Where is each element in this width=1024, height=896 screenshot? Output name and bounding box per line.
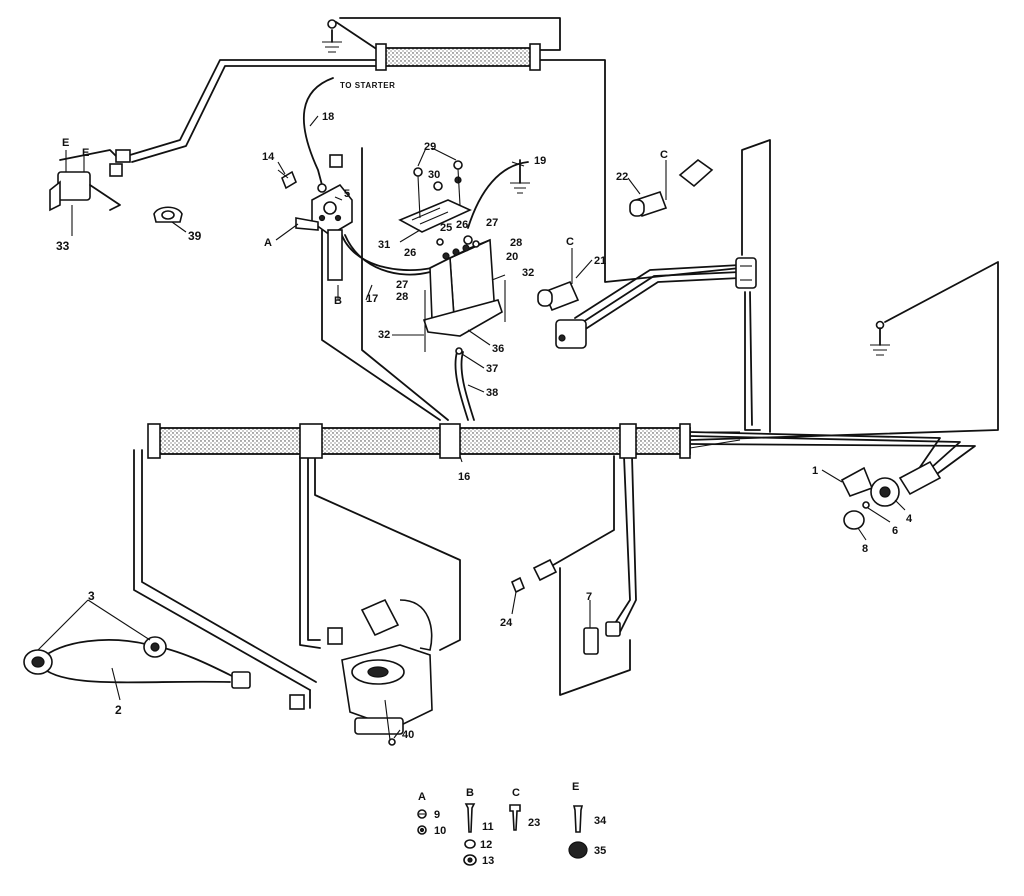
callout-18: 18 <box>322 111 334 123</box>
callout-28a: 28 <box>510 237 522 249</box>
main-harness-loom-16 <box>147 423 741 459</box>
letter-E-1: E <box>62 137 69 149</box>
switch-7 <box>583 621 621 655</box>
letter-B: B <box>334 295 342 307</box>
battery-20 <box>422 235 506 355</box>
legend-E-title: E <box>572 781 579 793</box>
callout-26a: 26 <box>456 219 468 231</box>
callout-1: 1 <box>812 465 818 477</box>
callout-4: 4 <box>906 513 913 525</box>
callout-16: 16 <box>458 471 470 483</box>
callout-17: 17 <box>366 293 378 305</box>
callout-labels: 3 2 33 39 14 18 5 17 29 30 31 25 26 27 2… <box>56 111 913 741</box>
battery-hold-down <box>398 160 472 233</box>
letter-labels: A B C C E E <box>62 137 668 307</box>
legend-C-title: C <box>512 787 520 799</box>
callout-32a: 32 <box>522 267 534 279</box>
callout-8: 8 <box>862 543 868 555</box>
callout-14: 14 <box>262 151 275 163</box>
callout-2: 2 <box>115 703 122 717</box>
callout-32b: 32 <box>378 329 390 341</box>
to-starter-label: TO STARTER <box>340 81 395 90</box>
hardware-legend: A 9 10 B 11 12 13 C 23 E 34 35 <box>418 781 607 867</box>
legend-B-item-12: 12 <box>480 839 492 851</box>
callout-28b: 28 <box>396 291 408 303</box>
legend-A-title: A <box>418 791 426 803</box>
callout-24: 24 <box>500 617 513 629</box>
connector-24 <box>510 558 558 594</box>
wires <box>129 17 999 709</box>
upper-loom <box>375 43 541 71</box>
letter-A: A <box>264 237 272 249</box>
headlight-assembly-2 <box>23 636 251 689</box>
callout-33: 33 <box>56 239 70 253</box>
switch-22 <box>629 158 714 218</box>
leader-lines <box>37 115 906 739</box>
callout-21: 21 <box>594 255 606 267</box>
letter-C-2: C <box>660 149 668 161</box>
callout-27a: 27 <box>486 217 498 229</box>
callout-3: 3 <box>88 589 95 603</box>
clamp-39 <box>153 206 183 223</box>
legend-B-item-11: 11 <box>482 821 494 833</box>
legend-C-item-23: 23 <box>528 817 540 829</box>
callout-22: 22 <box>616 171 628 183</box>
legend-B-title: B <box>466 787 474 799</box>
legend-A-item-9: 9 <box>434 809 440 821</box>
callout-7: 7 <box>586 591 592 603</box>
harness-connector <box>735 257 757 289</box>
solenoid-5 <box>295 154 353 281</box>
hardware-legend-icons <box>417 803 588 866</box>
callout-5: 5 <box>344 188 350 200</box>
callout-20: 20 <box>506 251 518 263</box>
switch-21 <box>537 248 587 349</box>
switch-33 <box>49 149 131 212</box>
legend-B-item-13: 13 <box>482 855 494 867</box>
callout-29: 29 <box>424 141 436 153</box>
callout-36: 36 <box>492 343 504 355</box>
letter-E-2: E <box>82 147 89 159</box>
legend-E-item-34: 34 <box>594 815 607 827</box>
legend-E-item-35: 35 <box>594 845 606 857</box>
callout-40: 40 <box>402 729 414 741</box>
callout-31: 31 <box>378 239 390 251</box>
ignition-switch-module <box>289 598 433 746</box>
callout-39: 39 <box>188 229 202 243</box>
legend-A-item-10: 10 <box>434 825 446 837</box>
callout-38: 38 <box>486 387 498 399</box>
callout-37: 37 <box>486 363 498 375</box>
callout-25: 25 <box>440 222 452 234</box>
horn-assembly <box>840 460 942 530</box>
callout-30: 30 <box>428 169 440 181</box>
bolt-14 <box>277 169 297 190</box>
letter-C-1: C <box>566 236 574 248</box>
callout-6: 6 <box>892 525 898 537</box>
callout-27b: 27 <box>396 279 408 291</box>
callout-26b: 26 <box>404 247 416 259</box>
callout-19: 19 <box>534 155 546 167</box>
